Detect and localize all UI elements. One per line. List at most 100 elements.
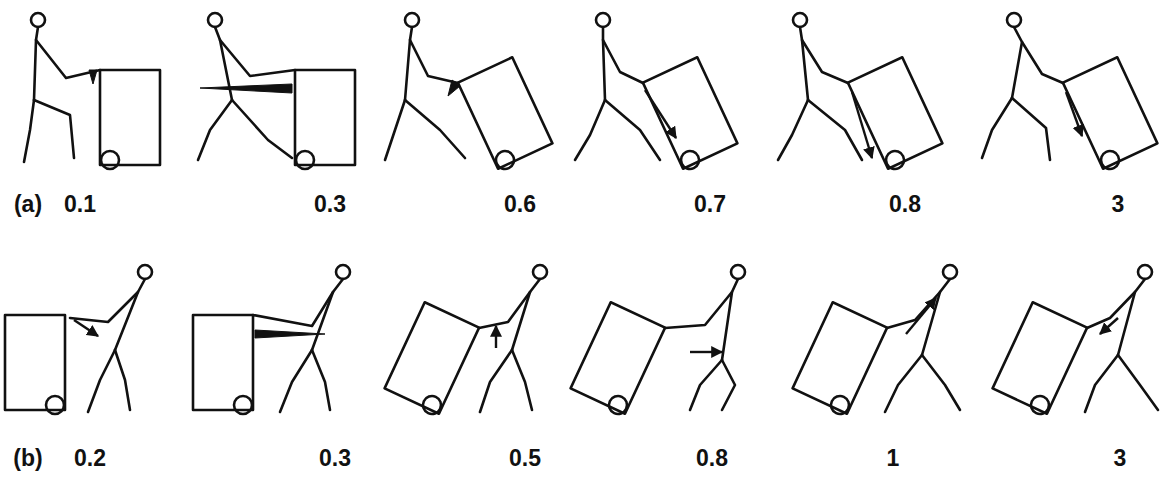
panel-label: (a) bbox=[14, 193, 42, 216]
frame-a3-part bbox=[405, 100, 465, 158]
frame-b1 bbox=[5, 265, 152, 414]
hand-truck bbox=[991, 302, 1087, 417]
frame-a2-part bbox=[198, 100, 232, 160]
time-label: 0.8 bbox=[889, 193, 921, 216]
frame-b4-part bbox=[722, 279, 738, 360]
time-label: 0.1 bbox=[64, 193, 96, 216]
hand-truck-part bbox=[828, 393, 852, 417]
frame-b6-part bbox=[1118, 279, 1145, 355]
frame-a6-part bbox=[1022, 42, 1063, 83]
hand-truck bbox=[1063, 57, 1159, 172]
frame-a4-part bbox=[605, 100, 660, 160]
hand-truck-part bbox=[1028, 393, 1052, 417]
hand-truck-part bbox=[420, 393, 444, 417]
frame-b1-part bbox=[70, 292, 138, 322]
time-label: 1 bbox=[887, 447, 900, 470]
time-label: 0.6 bbox=[504, 193, 536, 216]
hand-truck bbox=[193, 315, 253, 414]
frame-b3-part bbox=[495, 326, 497, 348]
frame-b4-part bbox=[690, 351, 722, 353]
figure-head bbox=[533, 265, 547, 279]
figure-head bbox=[336, 265, 350, 279]
hand-truck bbox=[569, 302, 665, 417]
frame-a3-part bbox=[385, 100, 405, 160]
frame-b2-part bbox=[312, 350, 330, 410]
time-label: 0.8 bbox=[696, 447, 728, 470]
frame-b2-part bbox=[312, 279, 343, 350]
frame-a5-part bbox=[852, 92, 872, 158]
hand-truck-part bbox=[883, 148, 907, 172]
frame-b5-part bbox=[922, 355, 960, 410]
hand-truck-part bbox=[296, 151, 314, 169]
hand-truck bbox=[791, 302, 887, 417]
frame-a4-part bbox=[603, 27, 605, 100]
figure-head bbox=[31, 13, 45, 27]
frame-b4-part bbox=[665, 292, 732, 328]
frame-a2-part bbox=[220, 40, 295, 76]
frame-b1-part bbox=[88, 350, 115, 412]
frame-a6 bbox=[982, 13, 1159, 172]
figure-head bbox=[1007, 13, 1021, 27]
figure-head bbox=[731, 265, 745, 279]
frame-b2 bbox=[193, 265, 350, 414]
hand-truck-part bbox=[46, 396, 64, 414]
hand-truck-part bbox=[493, 148, 517, 172]
hand-truck-part bbox=[234, 396, 252, 414]
frame-a6-part bbox=[1066, 92, 1082, 136]
frame-b6-part bbox=[1118, 355, 1158, 410]
frame-b1-part bbox=[115, 279, 145, 350]
frame-a6-part bbox=[982, 98, 1012, 158]
frame-a5-part bbox=[778, 100, 808, 160]
frame-b2-part bbox=[253, 292, 333, 326]
frame-a2 bbox=[198, 13, 355, 169]
frame-a1-part bbox=[24, 100, 34, 162]
frame-a2-part bbox=[200, 84, 292, 93]
frame-a6-part bbox=[1012, 27, 1022, 98]
frame-b3 bbox=[383, 265, 547, 417]
frame-b3-part bbox=[512, 350, 532, 410]
frame-a4-part bbox=[645, 90, 676, 138]
frame-a1-part bbox=[89, 70, 97, 84]
figure-head bbox=[596, 13, 610, 27]
frame-a5-part bbox=[808, 100, 862, 160]
hand-truck bbox=[295, 70, 355, 169]
time-label: 0.3 bbox=[319, 447, 351, 470]
frame-b6 bbox=[991, 265, 1158, 417]
frame-a4-part bbox=[575, 100, 605, 160]
time-label: 0.3 bbox=[314, 193, 346, 216]
hand-truck bbox=[383, 302, 479, 417]
hand-truck-part bbox=[1098, 148, 1122, 172]
frame-a1-part bbox=[34, 27, 38, 100]
frame-b3-part bbox=[480, 350, 512, 412]
frame-a6-part bbox=[1012, 98, 1050, 160]
frame-b6-part bbox=[1100, 318, 1118, 334]
hand-truck bbox=[100, 70, 160, 169]
time-label: 3 bbox=[1114, 447, 1127, 470]
time-label: 0.5 bbox=[509, 447, 541, 470]
hand-truck bbox=[848, 57, 944, 172]
panel-label: (b) bbox=[13, 447, 42, 470]
figure-head bbox=[943, 265, 957, 279]
frame-b5-part bbox=[885, 355, 922, 412]
frame-a5-part bbox=[802, 40, 848, 83]
figure-head bbox=[208, 13, 222, 27]
frame-b2-part bbox=[280, 350, 312, 412]
time-label: 0.7 bbox=[694, 193, 726, 216]
frame-b6-part bbox=[1085, 355, 1118, 412]
frame-a3-part bbox=[405, 27, 412, 100]
frame-a3-part bbox=[448, 80, 460, 96]
frame-b6-part bbox=[1087, 292, 1135, 328]
hand-truck-part bbox=[101, 151, 119, 169]
frame-a5-part bbox=[800, 27, 808, 100]
frame-a5 bbox=[778, 13, 944, 172]
frame-a4 bbox=[575, 13, 739, 172]
figure-head bbox=[138, 265, 152, 279]
frame-b5-part bbox=[887, 292, 940, 328]
figure-head bbox=[405, 13, 419, 27]
frame-a3 bbox=[385, 13, 554, 172]
frame-b5 bbox=[791, 265, 960, 417]
frame-b4-part bbox=[722, 360, 735, 410]
frame-b3-part bbox=[512, 279, 540, 350]
